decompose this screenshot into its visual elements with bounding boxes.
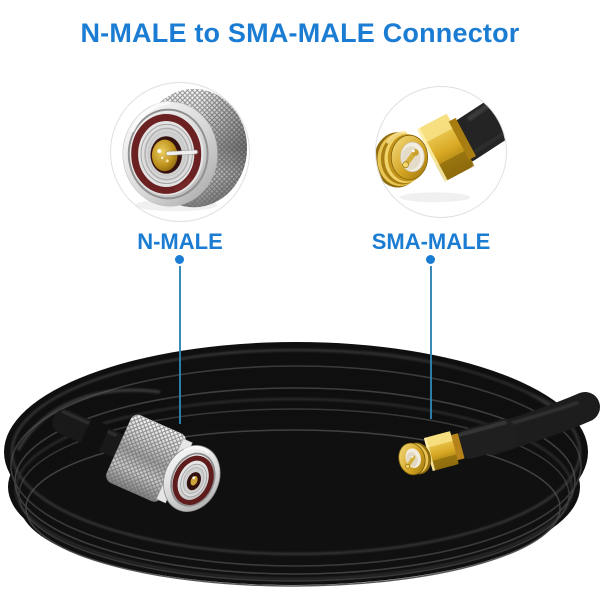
sma-male-label: SMA-MALE [371, 229, 491, 254]
n-male-pointer-line [179, 266, 181, 424]
sma-male-connector-on-cable [398, 418, 518, 476]
sma-male-pointer-line [430, 266, 432, 419]
sma-male-pointer-dot [426, 255, 435, 264]
sma-male-callout [375, 86, 507, 218]
n-male-connector-closeup-icon [122, 88, 248, 212]
sma-male-connector-closeup-icon [376, 91, 506, 203]
n-male-connector-on-cable [52, 409, 221, 512]
n-male-callout [110, 82, 250, 222]
n-male-pointer-dot [175, 255, 184, 264]
n-male-label: N-MALE [137, 229, 223, 254]
page-title: N-MALE to SMA-MALE Connector [80, 18, 520, 48]
cable-coil [4, 342, 588, 587]
